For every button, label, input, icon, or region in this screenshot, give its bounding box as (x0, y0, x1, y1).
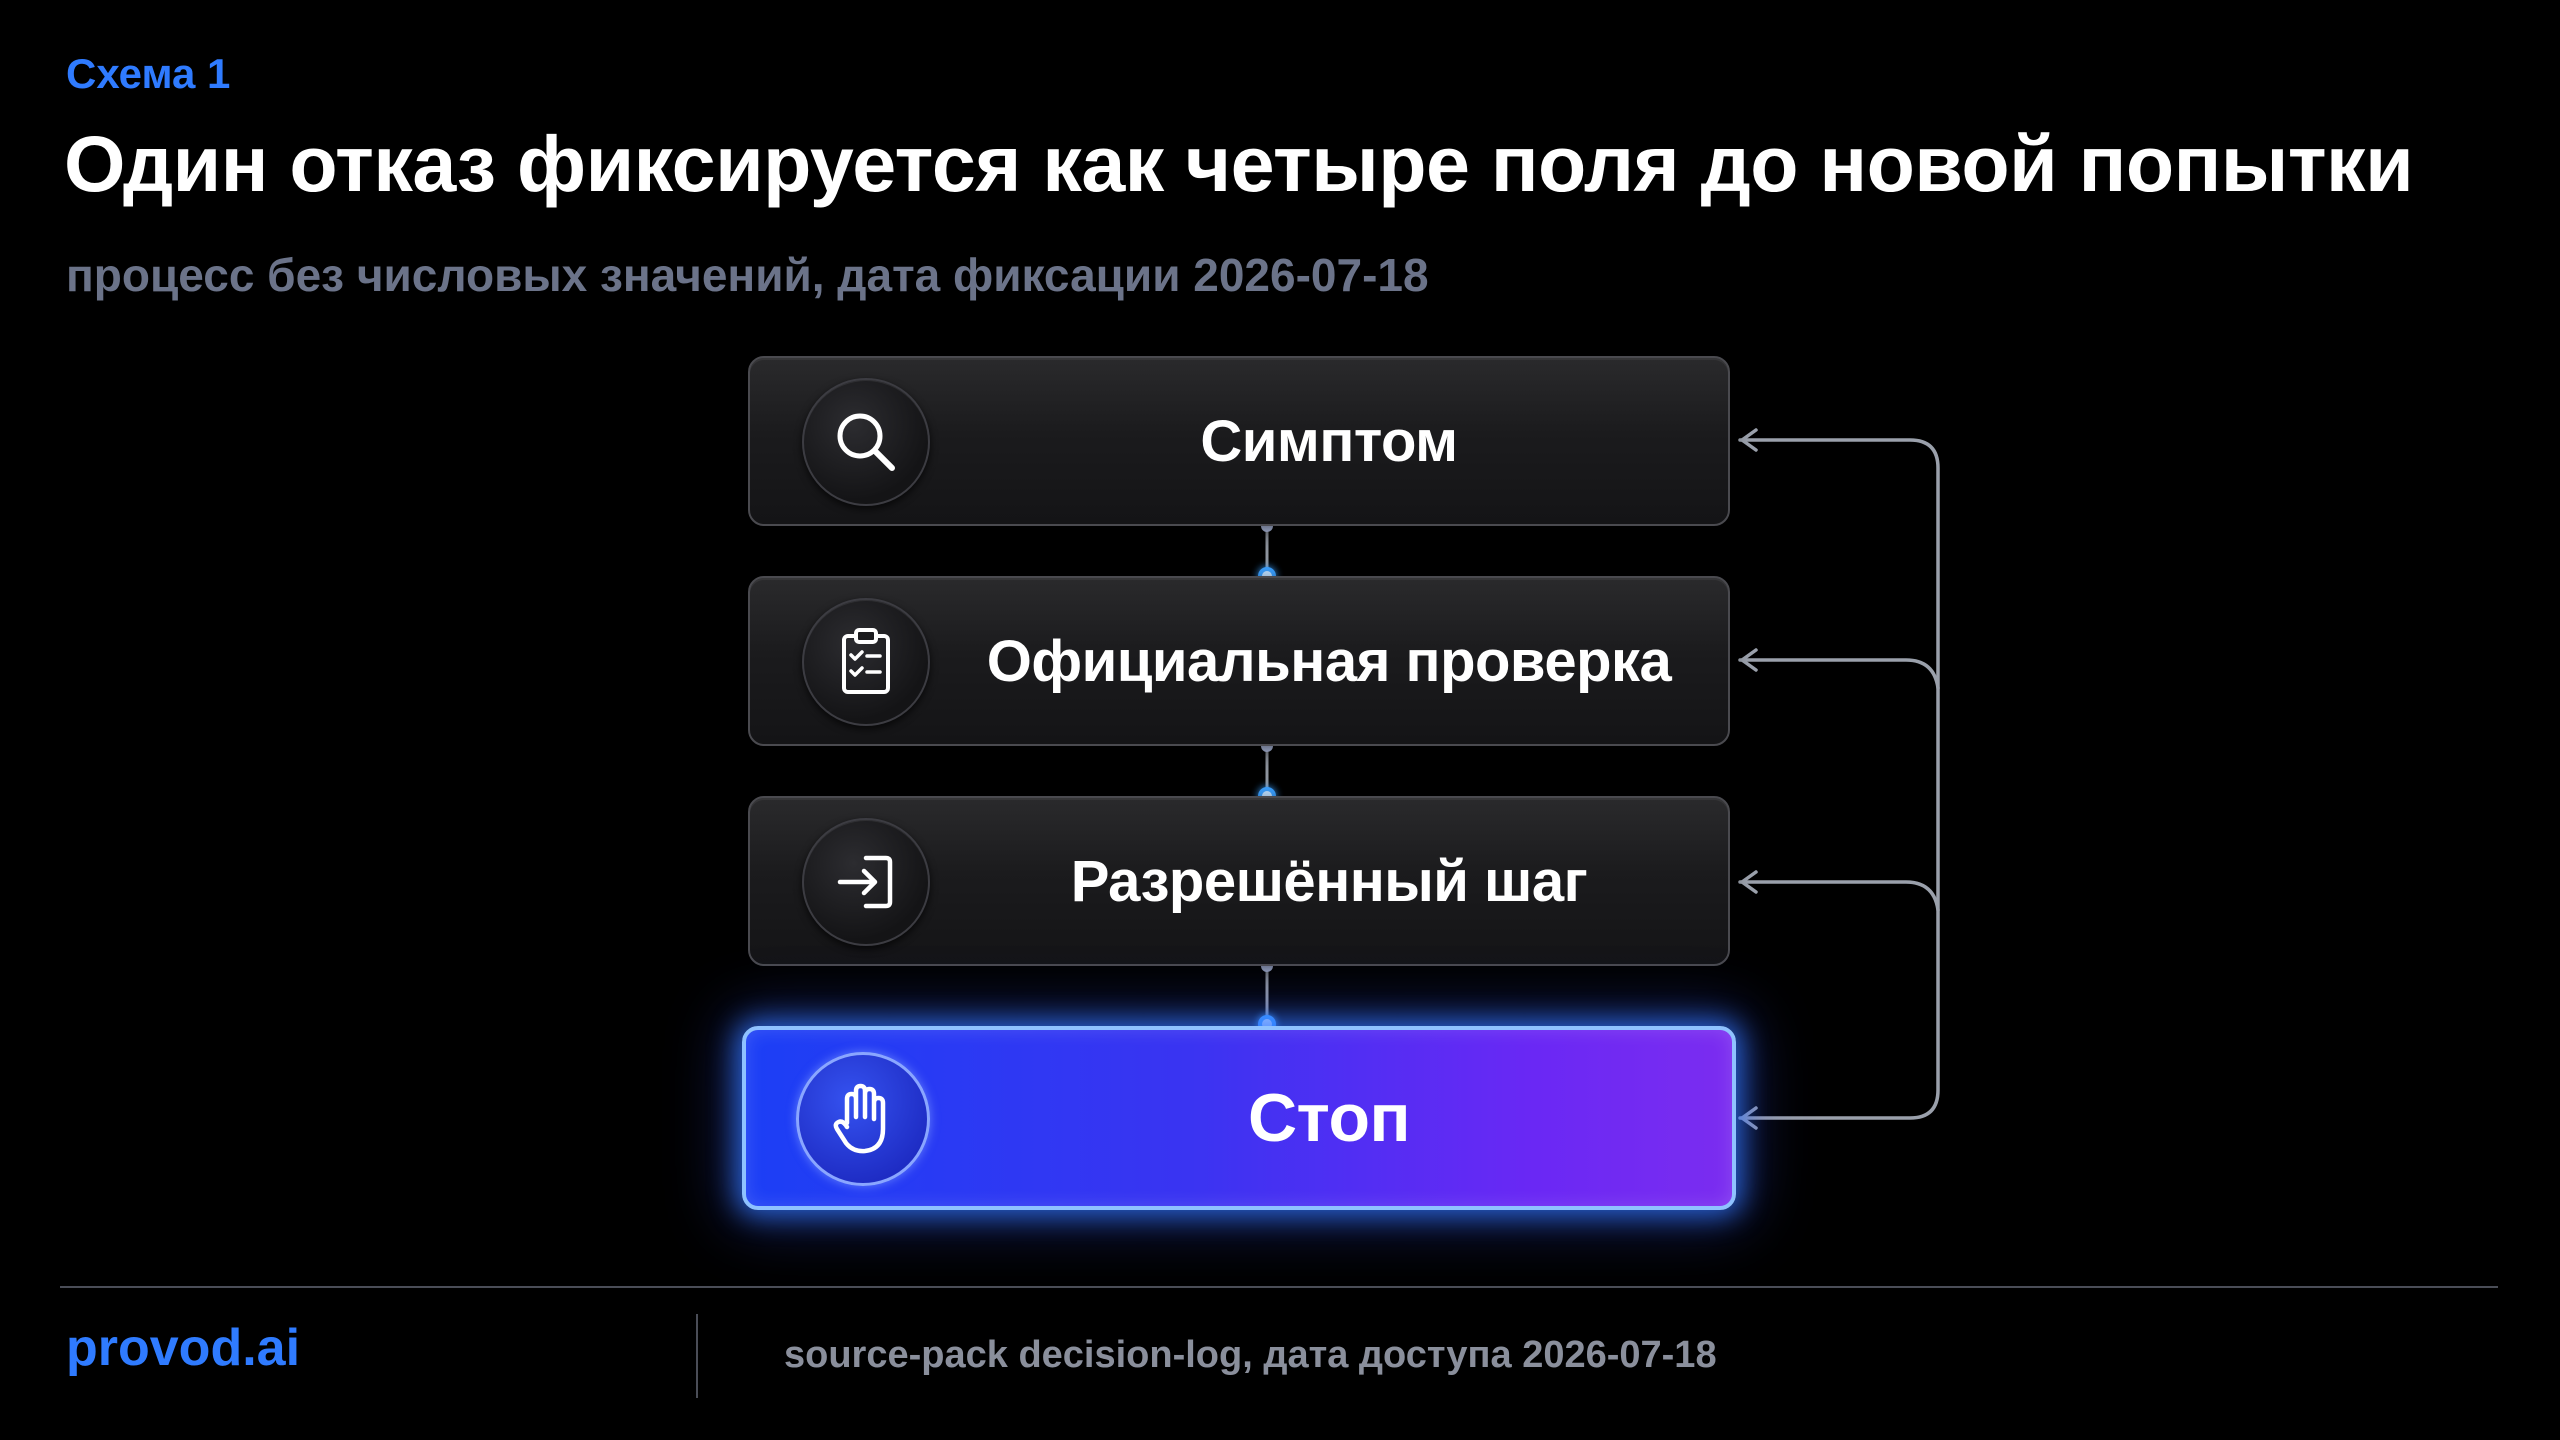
step-official-check: Официальная проверка (748, 576, 1730, 746)
search-icon (802, 378, 930, 506)
step-label: Официальная проверка (986, 628, 1672, 694)
connector-step-stop (1258, 960, 1276, 1033)
enter-arrow-icon (802, 818, 930, 946)
step-symptom: Симптом (748, 356, 1730, 526)
source-note: source-pack decision-log, дата доступа 2… (784, 1334, 1717, 1376)
footer-vertical-divider (696, 1314, 698, 1398)
hand-stop-icon (796, 1052, 930, 1186)
feedback-loop (1738, 438, 1940, 1120)
step-allowed-action: Разрешённый шаг (748, 796, 1730, 966)
step-label: Разрешённый шаг (1070, 848, 1588, 914)
step-label: Стоп (1247, 1080, 1411, 1156)
step-stop: Стоп (742, 1026, 1736, 1210)
loop-arrowheads (1740, 428, 1758, 1130)
page-subtitle: процесс без числовых значений, дата фикс… (66, 249, 1429, 301)
clipboard-checklist-icon (802, 598, 930, 726)
page-title: Один отказ фиксируется как четыре поля д… (64, 119, 2414, 208)
footer-divider-line (60, 1286, 2498, 1288)
step-label: Симптом (1200, 408, 1458, 474)
brand-logo-text: provod.ai (66, 1319, 301, 1377)
section-label: Схема 1 (66, 50, 231, 97)
